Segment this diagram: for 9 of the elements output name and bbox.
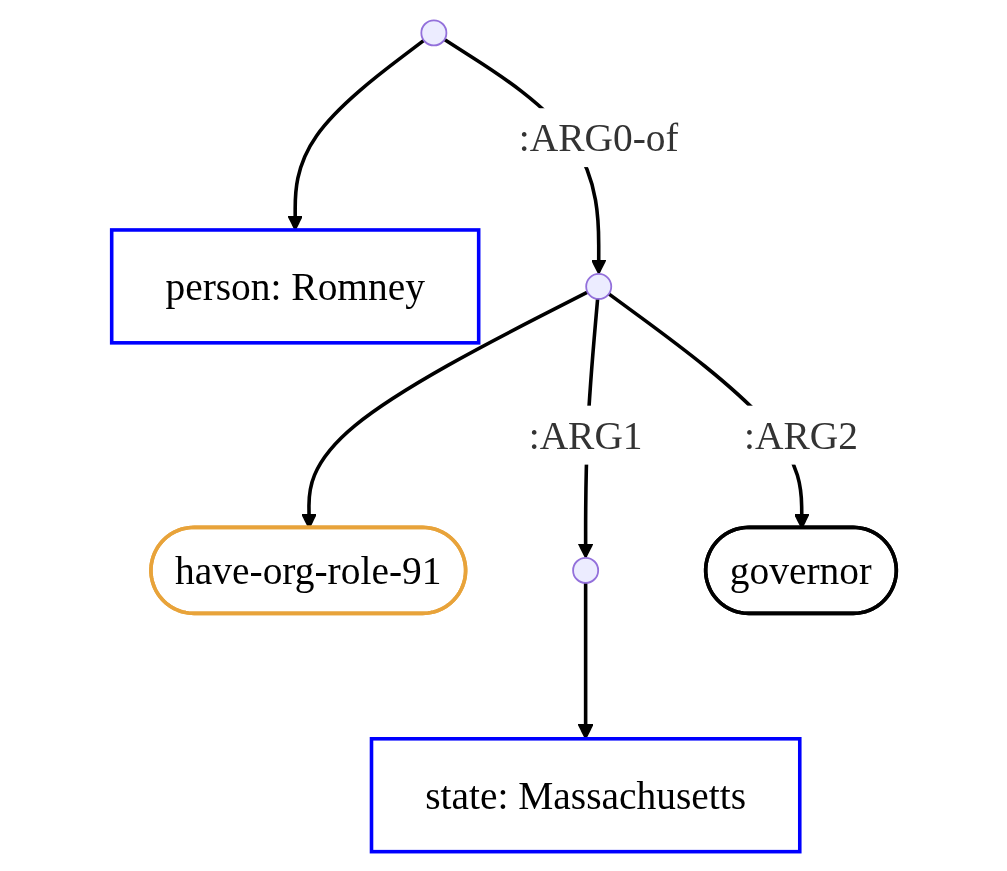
arrow: [577, 582, 593, 739]
node-box: state: Massachusetts: [369, 736, 802, 853]
node-circle: [571, 556, 599, 584]
edge-label: :ARG0-of: [518, 114, 679, 160]
edge-label: :ARG1: [528, 412, 643, 457]
node-box: person: Romney: [109, 227, 480, 345]
edge-label: :ARG2: [743, 412, 858, 457]
node-circle: [584, 272, 612, 300]
node-circle: [419, 18, 447, 46]
